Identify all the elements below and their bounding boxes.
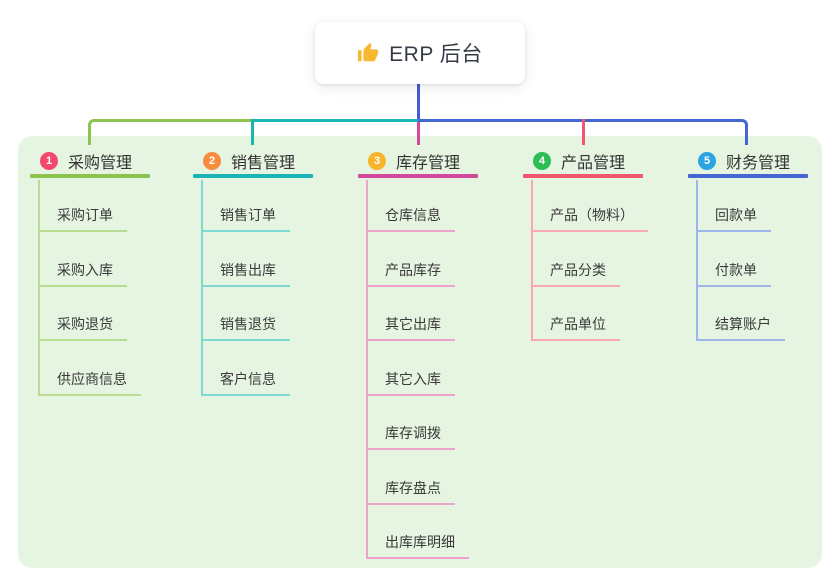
child-node[interactable]: 付款单	[696, 233, 771, 287]
drop-branch-2	[251, 119, 254, 145]
thumbs-up-icon	[357, 42, 379, 64]
child-node[interactable]: 仓库信息	[366, 178, 455, 232]
branch-number-badge: 5	[698, 152, 716, 170]
child-node[interactable]: 供应商信息	[38, 342, 141, 396]
child-node[interactable]: 产品（物料）	[531, 178, 648, 232]
child-label: 其它出库	[385, 316, 441, 332]
branch-header-1[interactable]: 1 采购管理	[40, 149, 132, 173]
child-label: 产品单位	[550, 316, 606, 332]
child-label: 库存盘点	[385, 480, 441, 496]
child-node[interactable]: 采购入库	[38, 233, 127, 287]
root-title: ERP 后台	[389, 43, 483, 66]
child-label: 付款单	[715, 262, 757, 278]
child-label: 回款单	[715, 207, 757, 223]
child-label: 销售订单	[220, 207, 276, 223]
child-node[interactable]: 产品库存	[366, 233, 455, 287]
child-node[interactable]: 库存调拨	[366, 396, 455, 450]
child-label: 销售退货	[220, 316, 276, 332]
branch-header-5[interactable]: 5 财务管理	[698, 149, 790, 173]
child-node[interactable]: 其它入库	[366, 342, 455, 396]
children-connector-line	[38, 180, 40, 394]
children-connector-line	[201, 180, 203, 394]
root-stem-line	[417, 84, 420, 122]
child-node[interactable]: 库存盘点	[366, 451, 455, 505]
drop-branch-3	[417, 122, 420, 145]
child-label: 其它入库	[385, 371, 441, 387]
child-node[interactable]: 采购订单	[38, 178, 127, 232]
child-label: 采购退货	[57, 316, 113, 332]
branch-number-badge: 4	[533, 152, 551, 170]
branch-number-badge: 3	[368, 152, 386, 170]
branch-header-2[interactable]: 2 销售管理	[203, 149, 295, 173]
root-node[interactable]: ERP 后台	[315, 22, 525, 84]
branch-header-4[interactable]: 4 产品管理	[533, 149, 625, 173]
child-node[interactable]: 销售订单	[201, 178, 290, 232]
child-node[interactable]: 采购退货	[38, 287, 127, 341]
children-connector-line	[531, 180, 533, 339]
bus-elbow-branch-1	[88, 119, 253, 145]
branch-number-badge: 2	[203, 152, 221, 170]
children-connector-line	[696, 180, 698, 339]
branch-number-badge: 1	[40, 152, 58, 170]
bus-segment-branch-2	[253, 119, 418, 122]
branch-label: 库存管理	[396, 155, 461, 172]
branch-label: 财务管理	[726, 155, 791, 172]
child-node[interactable]: 结算账户	[696, 287, 785, 341]
branch-label: 产品管理	[561, 155, 626, 172]
child-label: 产品（物料）	[550, 207, 634, 223]
branches-panel	[18, 136, 822, 568]
branch-header-3[interactable]: 3 库存管理	[368, 149, 460, 173]
branch-underline	[193, 174, 313, 178]
child-label: 供应商信息	[57, 371, 127, 387]
child-label: 结算账户	[715, 316, 771, 332]
child-label: 库存调拨	[385, 425, 441, 441]
branch-label: 销售管理	[231, 155, 296, 172]
child-label: 采购入库	[57, 262, 113, 278]
child-node[interactable]: 出库库明细	[366, 505, 469, 559]
child-label: 销售出库	[220, 262, 276, 278]
children-connector-line	[366, 180, 368, 557]
branch-label: 采购管理	[68, 155, 133, 172]
branch-underline	[523, 174, 643, 178]
drop-branch-4	[582, 119, 585, 145]
child-label: 产品库存	[385, 262, 441, 278]
child-node[interactable]: 其它出库	[366, 287, 455, 341]
child-label: 客户信息	[220, 371, 276, 387]
child-node[interactable]: 客户信息	[201, 342, 290, 396]
branch-underline	[30, 174, 150, 178]
child-node[interactable]: 销售退货	[201, 287, 290, 341]
child-node[interactable]: 销售出库	[201, 233, 290, 287]
branch-underline	[358, 174, 478, 178]
child-label: 出库库明细	[385, 534, 455, 550]
branch-underline	[688, 174, 808, 178]
child-node[interactable]: 产品单位	[531, 287, 620, 341]
child-label: 仓库信息	[385, 207, 441, 223]
child-label: 采购订单	[57, 207, 113, 223]
child-label: 产品分类	[550, 262, 606, 278]
child-node[interactable]: 回款单	[696, 178, 771, 232]
child-node[interactable]: 产品分类	[531, 233, 620, 287]
